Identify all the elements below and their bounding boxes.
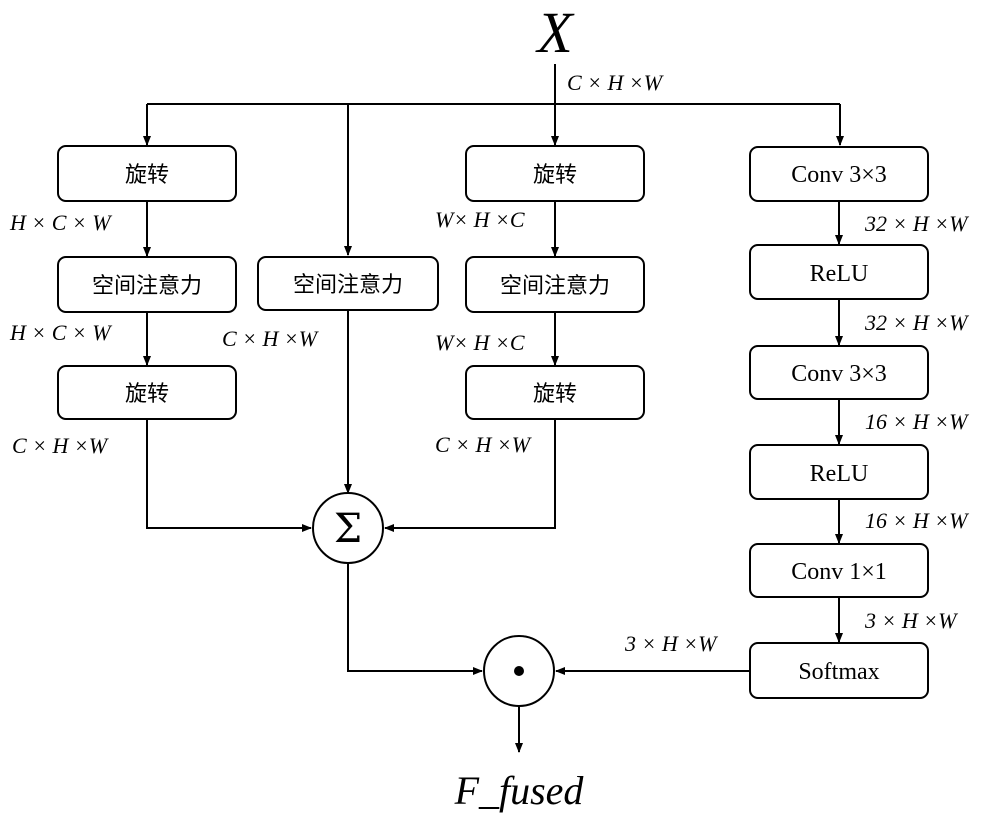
dim-b1-after-rotate1: H × C × W [9, 210, 112, 235]
r-conv1-label: Conv 3×3 [791, 162, 887, 188]
dim-b2-after-attention: C × H ×W [222, 326, 319, 351]
r-conv3-label: Conv 1×1 [791, 559, 887, 585]
b2-attention-label: 空间注意力 [293, 273, 403, 298]
dim-b3-after-rotate1: W× H ×C [435, 207, 525, 232]
dim-b3-after-rotate2: C × H ×W [435, 432, 532, 457]
b1-rotate1-label: 旋转 [125, 163, 169, 188]
b3-rotate1-label: 旋转 [533, 163, 577, 188]
r-relu2-label: ReLU [810, 461, 869, 487]
dim-r-after-conv3: 3 × H ×W [864, 608, 958, 633]
r-softmax-label: Softmax [798, 659, 879, 685]
arrow-sum-to-product [348, 563, 482, 671]
dim-input: C × H ×W [567, 70, 664, 95]
dim-r-after-conv1: 32 × H ×W [864, 211, 969, 236]
input-label: X [535, 0, 575, 65]
arrow-b1-to-sum [147, 419, 311, 528]
output-label: F_fused [454, 768, 585, 813]
r-relu1-label: ReLU [810, 261, 869, 287]
dim-r-after-conv2: 16 × H ×W [865, 409, 969, 434]
dim-b1-after-attention: H × C × W [9, 320, 112, 345]
dim-r-softmax-out: 3 × H ×W [624, 631, 718, 656]
r-conv2-label: Conv 3×3 [791, 361, 887, 387]
sum-symbol: Σ [334, 506, 362, 552]
product-dot-icon [514, 666, 524, 676]
dim-b1-after-rotate2: C × H ×W [12, 433, 109, 458]
b1-rotate2-label: 旋转 [125, 382, 169, 407]
b1-attention-label: 空间注意力 [92, 274, 202, 299]
b3-rotate2-label: 旋转 [533, 382, 577, 407]
dim-r-after-relu1: 32 × H ×W [864, 310, 969, 335]
dim-b3-after-attention: W× H ×C [435, 330, 525, 355]
b3-attention-label: 空间注意力 [500, 274, 610, 299]
dim-r-after-relu2: 16 × H ×W [865, 508, 969, 533]
